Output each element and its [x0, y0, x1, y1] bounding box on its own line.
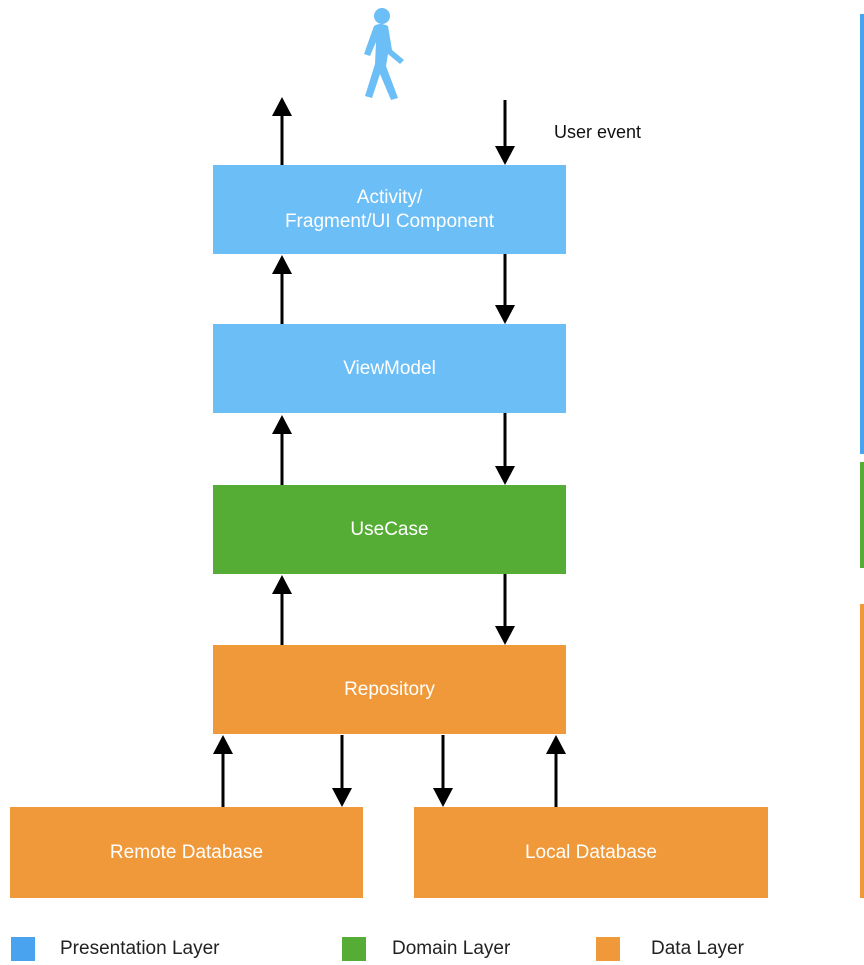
viewmodel-box: ViewModel: [213, 324, 566, 413]
data-layer-legend-label: Data Layer: [651, 938, 744, 959]
arrow-up-repository-to-usecase: [272, 575, 292, 645]
domain-layer-bar: [860, 462, 864, 568]
usecase-box: UseCase: [213, 485, 566, 574]
presentation-layer-swatch: [11, 937, 35, 961]
arrow-down-user-to-ui: [495, 100, 515, 165]
local-database-box: Local Database: [414, 807, 768, 898]
arrow-down-repository-to-local: [433, 735, 453, 807]
domain-layer-legend-label: Domain Layer: [392, 938, 511, 959]
arrow-down-viewmodel-to-usecase: [495, 413, 515, 485]
data-layer-swatch: [596, 937, 620, 961]
arrow-up-local-to-repository: [546, 735, 566, 807]
viewmodel-label: ViewModel: [343, 357, 436, 379]
local-database-label: Local Database: [524, 841, 658, 863]
presentation-layer-legend-label: Presentation Layer: [60, 938, 220, 959]
arrow-up-viewmodel-to-ui: [272, 255, 292, 324]
arrow-down-ui-to-viewmodel: [495, 254, 515, 324]
arrow-down-repository-to-remote: [332, 735, 352, 807]
presentation-layer-bar: [860, 14, 864, 454]
arrow-up-ui-to-user: [272, 97, 292, 165]
usecase-label: UseCase: [350, 518, 429, 540]
arrow-up-usecase-to-viewmodel: [272, 415, 292, 485]
ui-component-label: Activity/ Fragment/UI Component: [284, 186, 495, 232]
domain-layer-swatch: [342, 937, 366, 961]
remote-database-label: Remote Database: [109, 841, 264, 863]
ui-component-box: Activity/ Fragment/UI Component: [213, 165, 566, 254]
repository-box: Repository: [213, 645, 566, 734]
repository-label: Repository: [344, 678, 435, 700]
arrow-down-usecase-to-repository: [495, 574, 515, 645]
remote-database-box: Remote Database: [10, 807, 363, 898]
data-layer-bar: [860, 604, 864, 898]
walking-person-icon: [364, 8, 404, 100]
arrow-up-remote-to-repository: [213, 735, 233, 807]
user-event-label: User event: [554, 122, 642, 142]
